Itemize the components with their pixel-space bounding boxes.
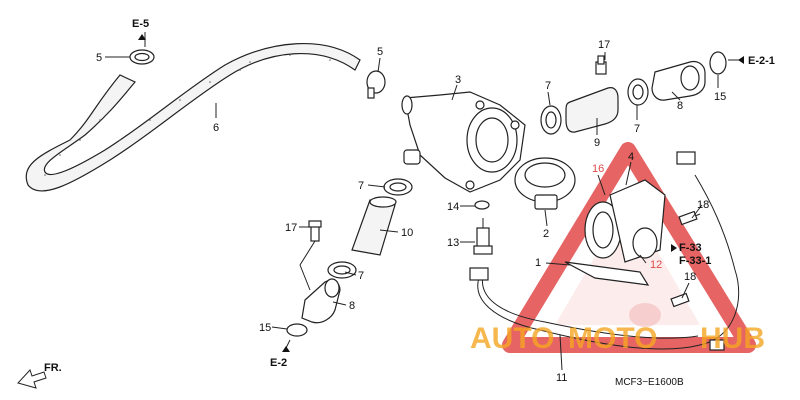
callout-7-mid: 7 (358, 180, 364, 192)
ref-f33: F-33 (679, 242, 702, 254)
callout-7-top: 7 (545, 80, 551, 92)
watermark-text-auto: AUTO (470, 322, 554, 355)
o-ring-15-bottom (286, 323, 308, 337)
callout-5-right: 5 (377, 46, 383, 58)
bolt-17-top (595, 55, 607, 75)
callout-3: 3 (455, 74, 461, 86)
hose-clamp-7-b (627, 78, 649, 106)
callout-17-top: 17 (598, 39, 610, 51)
bolt-18-top (678, 210, 701, 226)
sensor-13 (473, 218, 493, 255)
leader-lines (105, 32, 742, 371)
ref-f331: F-33-1 (679, 255, 711, 267)
pipe-4 (584, 179, 666, 263)
wire-harness-11 (469, 151, 740, 351)
thermostat-housing-3 (401, 91, 526, 193)
callout-11: 11 (556, 372, 567, 384)
callout-15-bottom: 15 (259, 322, 271, 334)
hose-6 (25, 42, 361, 192)
joint-8-bottom (301, 278, 341, 324)
hose-10 (351, 196, 397, 256)
bolt-17-bottom (299, 220, 322, 291)
callout-13: 13 (447, 237, 459, 249)
callout-9: 9 (594, 137, 600, 149)
thermostat-2 (514, 157, 576, 210)
diagram-code: MCF3−E1600B (615, 377, 684, 388)
joint-8-top (651, 60, 706, 101)
hose-clamp-7-d (327, 261, 357, 279)
callout-15-top: 15 (714, 91, 726, 103)
front-label: FR. (44, 362, 62, 374)
callout-16: 16 (592, 163, 604, 175)
bolt-18-bottom (670, 292, 690, 308)
ref-e5: E-5 (132, 18, 149, 30)
callout-12: 12 (650, 259, 662, 271)
hose-clamp-7-a (540, 105, 562, 135)
callout-8-bottom: 8 (349, 300, 355, 312)
ref-e2: E-2 (270, 357, 287, 369)
hose-9 (565, 87, 619, 133)
callout-7-right: 7 (634, 123, 640, 135)
watermark-text-hub: HUB (700, 322, 765, 355)
callout-2: 2 (543, 228, 549, 240)
watermark-text-moto: MOTO (568, 322, 657, 355)
watermark-logo (502, 142, 756, 353)
hose-clamp-5-left (129, 49, 155, 65)
bracket-1 (564, 261, 650, 286)
o-ring-15-top (709, 51, 727, 75)
callout-4: 4 (628, 151, 634, 163)
callout-1: 1 (535, 257, 541, 269)
hose-clamp-5-right (366, 70, 386, 99)
callout-6: 6 (213, 122, 219, 134)
front-arrow (17, 369, 47, 389)
washer-14 (474, 200, 490, 210)
callout-8-top: 8 (677, 100, 683, 112)
callout-17-bottom: 17 (285, 222, 297, 234)
callout-14: 14 (447, 201, 459, 213)
callout-5-left: 5 (96, 52, 102, 64)
callout-18-top: 18 (697, 199, 709, 211)
callout-18-bottom: 18 (684, 271, 696, 283)
callout-7-bottom: 7 (358, 270, 364, 282)
callout-10: 10 (401, 227, 413, 239)
ref-e21: E-2-1 (748, 55, 775, 67)
watermark-text: AUTO MOTO HUB (470, 322, 765, 355)
hose-clamp-7-c (383, 178, 413, 196)
